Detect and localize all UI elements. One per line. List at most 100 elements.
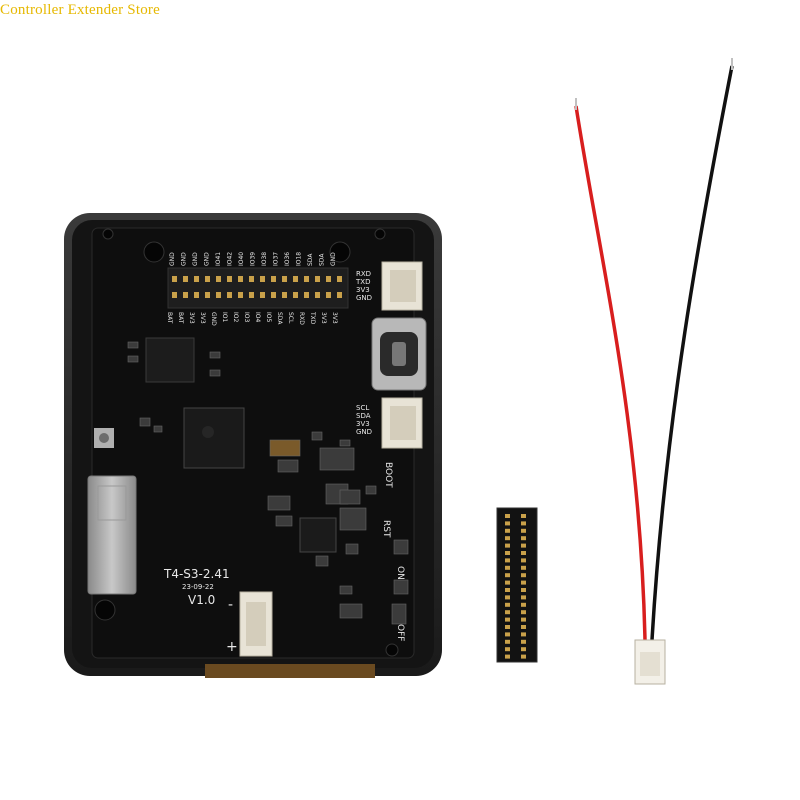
female-header-slot [521,610,526,615]
header-bottom-label: SCL [287,312,294,324]
i2c-label: SCL [356,404,369,412]
female-header-slot [505,521,510,526]
header-top-label: IO36 [284,252,291,266]
red-wire [574,105,647,641]
female-header-slot [505,536,510,541]
header-bottom-label: 3V3 [199,312,206,324]
uart-label: 3V3 [356,286,370,294]
female-header-slot [521,543,526,548]
uart-label: TXD [355,278,370,286]
female-header-slot [521,639,526,644]
header-pin [337,292,342,298]
female-header-slot [505,543,510,548]
header-top-label: IO41 [215,252,222,266]
female-header-slot [505,632,510,637]
header-top-label: IO39 [250,252,257,266]
rst-label: RST [381,520,391,538]
header-pin [293,292,298,298]
board-date-label: 23-09-22 [182,583,214,591]
header-top-label: SDA [307,253,314,266]
header-pin [172,292,177,298]
header-pin [172,276,177,282]
header-top-label: IO37 [273,252,280,266]
header-pin [304,276,309,282]
female-header-slot [521,588,526,592]
header-bottom-label: BAT [177,312,184,324]
jst-plug [634,639,666,685]
header-top-label: IO42 [227,252,234,266]
header-top-label: GND [169,252,176,266]
header-pin [271,292,276,298]
header-pin [282,292,287,298]
mount-hole [329,241,351,263]
header-bottom-label: IO5 [265,312,272,322]
header-bottom-label: TXD [309,311,316,325]
mount-hole [143,241,165,263]
female-header-slot [505,647,510,652]
uart-connector [381,261,423,311]
header-pin [249,292,254,298]
boot-label: BOOT [383,462,393,488]
uart-label: RXD [356,270,371,278]
i2c-connector [381,397,423,449]
female-header-slot [505,588,510,592]
header-pin [194,292,199,298]
header-pin [282,276,287,282]
pin-header-2x16 [167,267,349,309]
battery-plus-label: + [226,639,238,655]
header-pin [326,276,331,282]
battery-connector [239,591,273,657]
female-header-slot [505,595,510,600]
header-top-label: GND [330,252,337,266]
smd-components [127,341,409,625]
header-bottom-label: IO2 [232,312,239,322]
female-header-slot [521,565,526,570]
header-pin [260,292,265,298]
header-bottom-label: 3V3 [188,312,195,324]
female-header-slot [505,639,510,644]
header-bottom-label: GND [210,312,217,326]
power-ic [299,517,337,553]
i2c-label: 3V3 [356,420,370,428]
header-bottom-label: RXD [298,312,305,325]
header-pin [205,292,210,298]
female-header-slot [505,625,510,629]
header-bottom-label: BAT [166,312,173,324]
female-header-slot [521,536,526,541]
female-header-slot [521,602,526,607]
header-pin [238,276,243,282]
usb-c-port [371,317,427,391]
female-header-slot [521,625,526,629]
header-bottom-label: IO1 [221,312,228,322]
display-flex-cable [205,664,375,678]
black-wire [650,65,734,641]
header-top-label: IO18 [296,252,303,266]
female-header-slot [505,617,510,622]
female-header-slot [521,647,526,652]
flash-chip [145,337,195,383]
female-header-slot [521,580,526,585]
board-version-label: V1.0 [188,593,215,607]
battery-cable [574,58,734,685]
antenna-shield [87,475,137,595]
header-pin [326,292,331,298]
female-header-slot [521,521,526,526]
female-header-slot [505,580,510,585]
female-header-slot [521,573,526,578]
mount-hole [94,599,116,621]
header-bottom-label: IO4 [254,312,261,322]
header-bottom-label: 3V3 [331,312,338,324]
female-header-slot [521,595,526,600]
female-header-slot [521,528,526,533]
header-bottom-label: 3V3 [320,312,327,324]
store-watermark: Controller Extender Store [0,2,160,18]
header-top-label: SDA [319,253,326,266]
header-pin [216,292,221,298]
header-pin [337,276,342,282]
header-top-label: IO40 [238,252,245,266]
header-pin [249,276,254,282]
female-header-slot [505,602,510,607]
header-pin [205,276,210,282]
